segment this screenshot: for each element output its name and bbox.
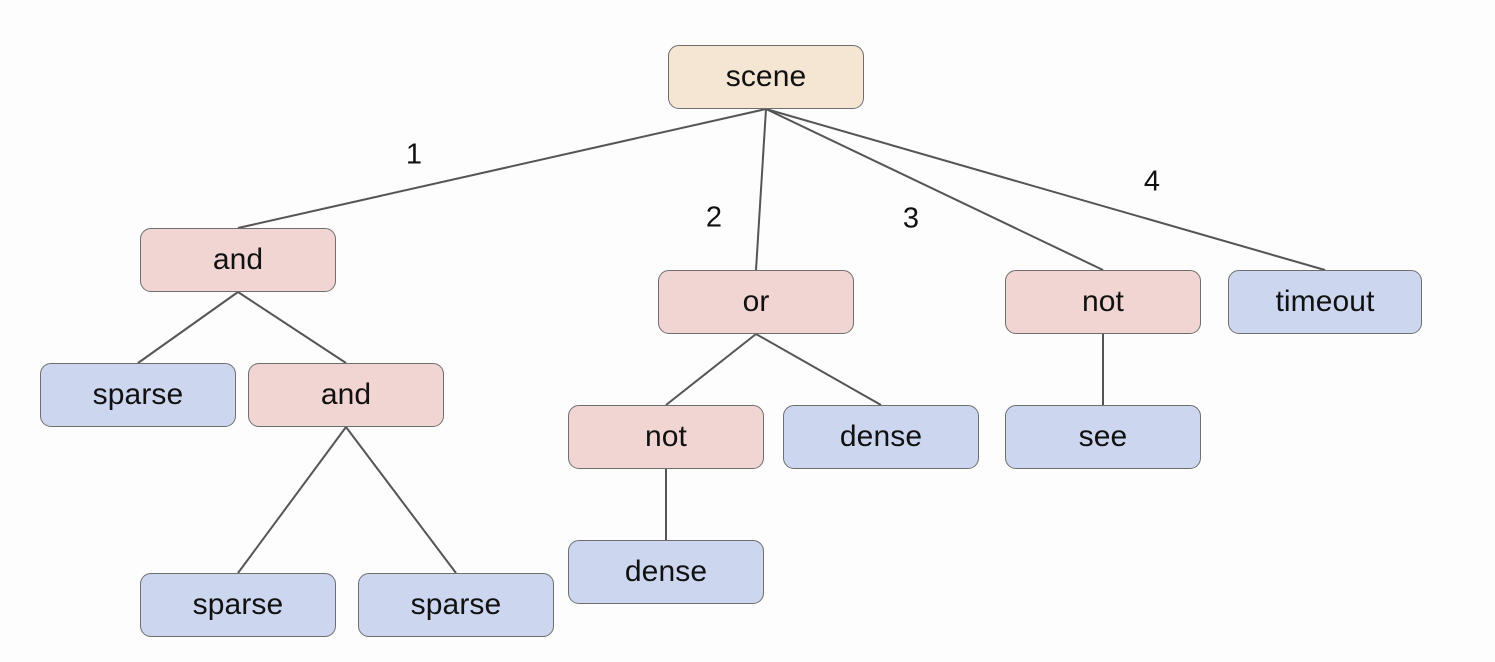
tree-node-label: sparse bbox=[410, 588, 502, 621]
tree-edge-scene-to-not1 bbox=[765, 108, 1104, 271]
tree-node-label: sparse bbox=[92, 378, 184, 411]
tree-edge-and1-to-sparse1 bbox=[137, 291, 239, 364]
edge-label-1: 1 bbox=[405, 138, 423, 171]
tree-edge-or1-to-not2 bbox=[665, 333, 757, 406]
tree-node-dense1[interactable]: dense bbox=[783, 405, 979, 469]
tree-edge-or1-to-dense1 bbox=[755, 333, 882, 406]
tree-edge-and2-to-sparse2 bbox=[237, 426, 347, 574]
tree-node-label: and bbox=[320, 378, 372, 411]
tree-node-scene[interactable]: scene bbox=[668, 45, 864, 109]
tree-edge-scene-to-or1 bbox=[755, 108, 767, 271]
tree-edge-scene-to-and1 bbox=[237, 108, 767, 229]
tree-node-label: sparse bbox=[192, 588, 284, 621]
tree-node-and2[interactable]: and bbox=[248, 363, 444, 427]
tree-node-dense2[interactable]: dense bbox=[568, 540, 764, 604]
tree-node-timeout1[interactable]: timeout bbox=[1228, 270, 1422, 334]
tree-node-sparse2[interactable]: sparse bbox=[140, 573, 336, 637]
tree-node-label: timeout bbox=[1275, 285, 1375, 318]
tree-edge-and2-to-sparse3 bbox=[345, 426, 457, 574]
tree-node-label: not bbox=[644, 420, 687, 453]
tree-edge-scene-to-timeout1 bbox=[765, 108, 1326, 271]
tree-node-sparse3[interactable]: sparse bbox=[358, 573, 554, 637]
tree-node-label: or bbox=[742, 285, 770, 318]
tree-node-not1[interactable]: not bbox=[1005, 270, 1201, 334]
tree-node-label: not bbox=[1081, 285, 1124, 318]
tree-edge-and1-to-and2 bbox=[237, 291, 347, 364]
tree-node-label: and bbox=[212, 243, 264, 276]
tree-node-label: see bbox=[1078, 420, 1128, 453]
tree-node-label: scene bbox=[725, 60, 807, 93]
tree-node-and1[interactable]: and bbox=[140, 228, 336, 292]
tree-node-see1[interactable]: see bbox=[1005, 405, 1201, 469]
tree-node-label: dense bbox=[624, 555, 708, 588]
tree-node-label: dense bbox=[839, 420, 923, 453]
edge-label-4: 4 bbox=[1143, 165, 1161, 198]
tree-node-not2[interactable]: not bbox=[568, 405, 764, 469]
edge-label-3: 3 bbox=[902, 202, 920, 235]
tree-node-sparse1[interactable]: sparse bbox=[40, 363, 236, 427]
tree-node-or1[interactable]: or bbox=[658, 270, 854, 334]
edge-label-2: 2 bbox=[705, 201, 723, 234]
